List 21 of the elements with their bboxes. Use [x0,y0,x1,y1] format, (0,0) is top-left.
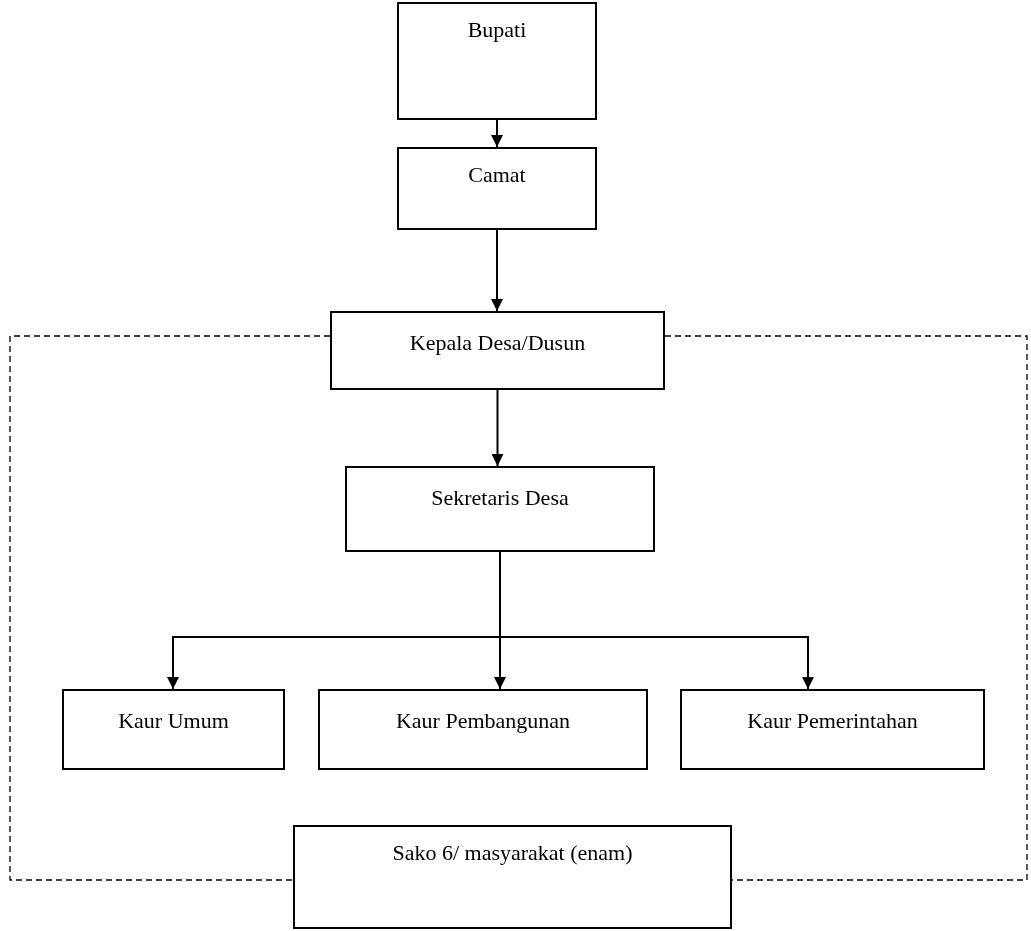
box-label: Kaur Pemerintahan [747,707,918,735]
box-label: Bupati [467,16,527,44]
arrow [491,119,503,148]
box-label: Camat [468,161,526,189]
org-box [62,689,285,770]
org-box [318,689,648,770]
arrow [491,229,503,312]
org-box [293,825,732,929]
org-box [345,466,655,552]
box-label: Sekretaris Desa [431,484,569,512]
org-box [330,311,665,390]
org-box [680,689,985,770]
box-label: Kepala Desa/Dusun [409,329,586,357]
box-label: Sako 6/ masyarakat (enam) [392,839,633,867]
dashed-connector [9,335,331,881]
org-box [397,2,597,120]
org-box [397,147,597,230]
box-label: Kaur Umum [118,707,229,735]
dashed-connector [664,335,1028,881]
box-label: Kaur Pembangunan [395,707,571,735]
arrow [491,389,504,467]
